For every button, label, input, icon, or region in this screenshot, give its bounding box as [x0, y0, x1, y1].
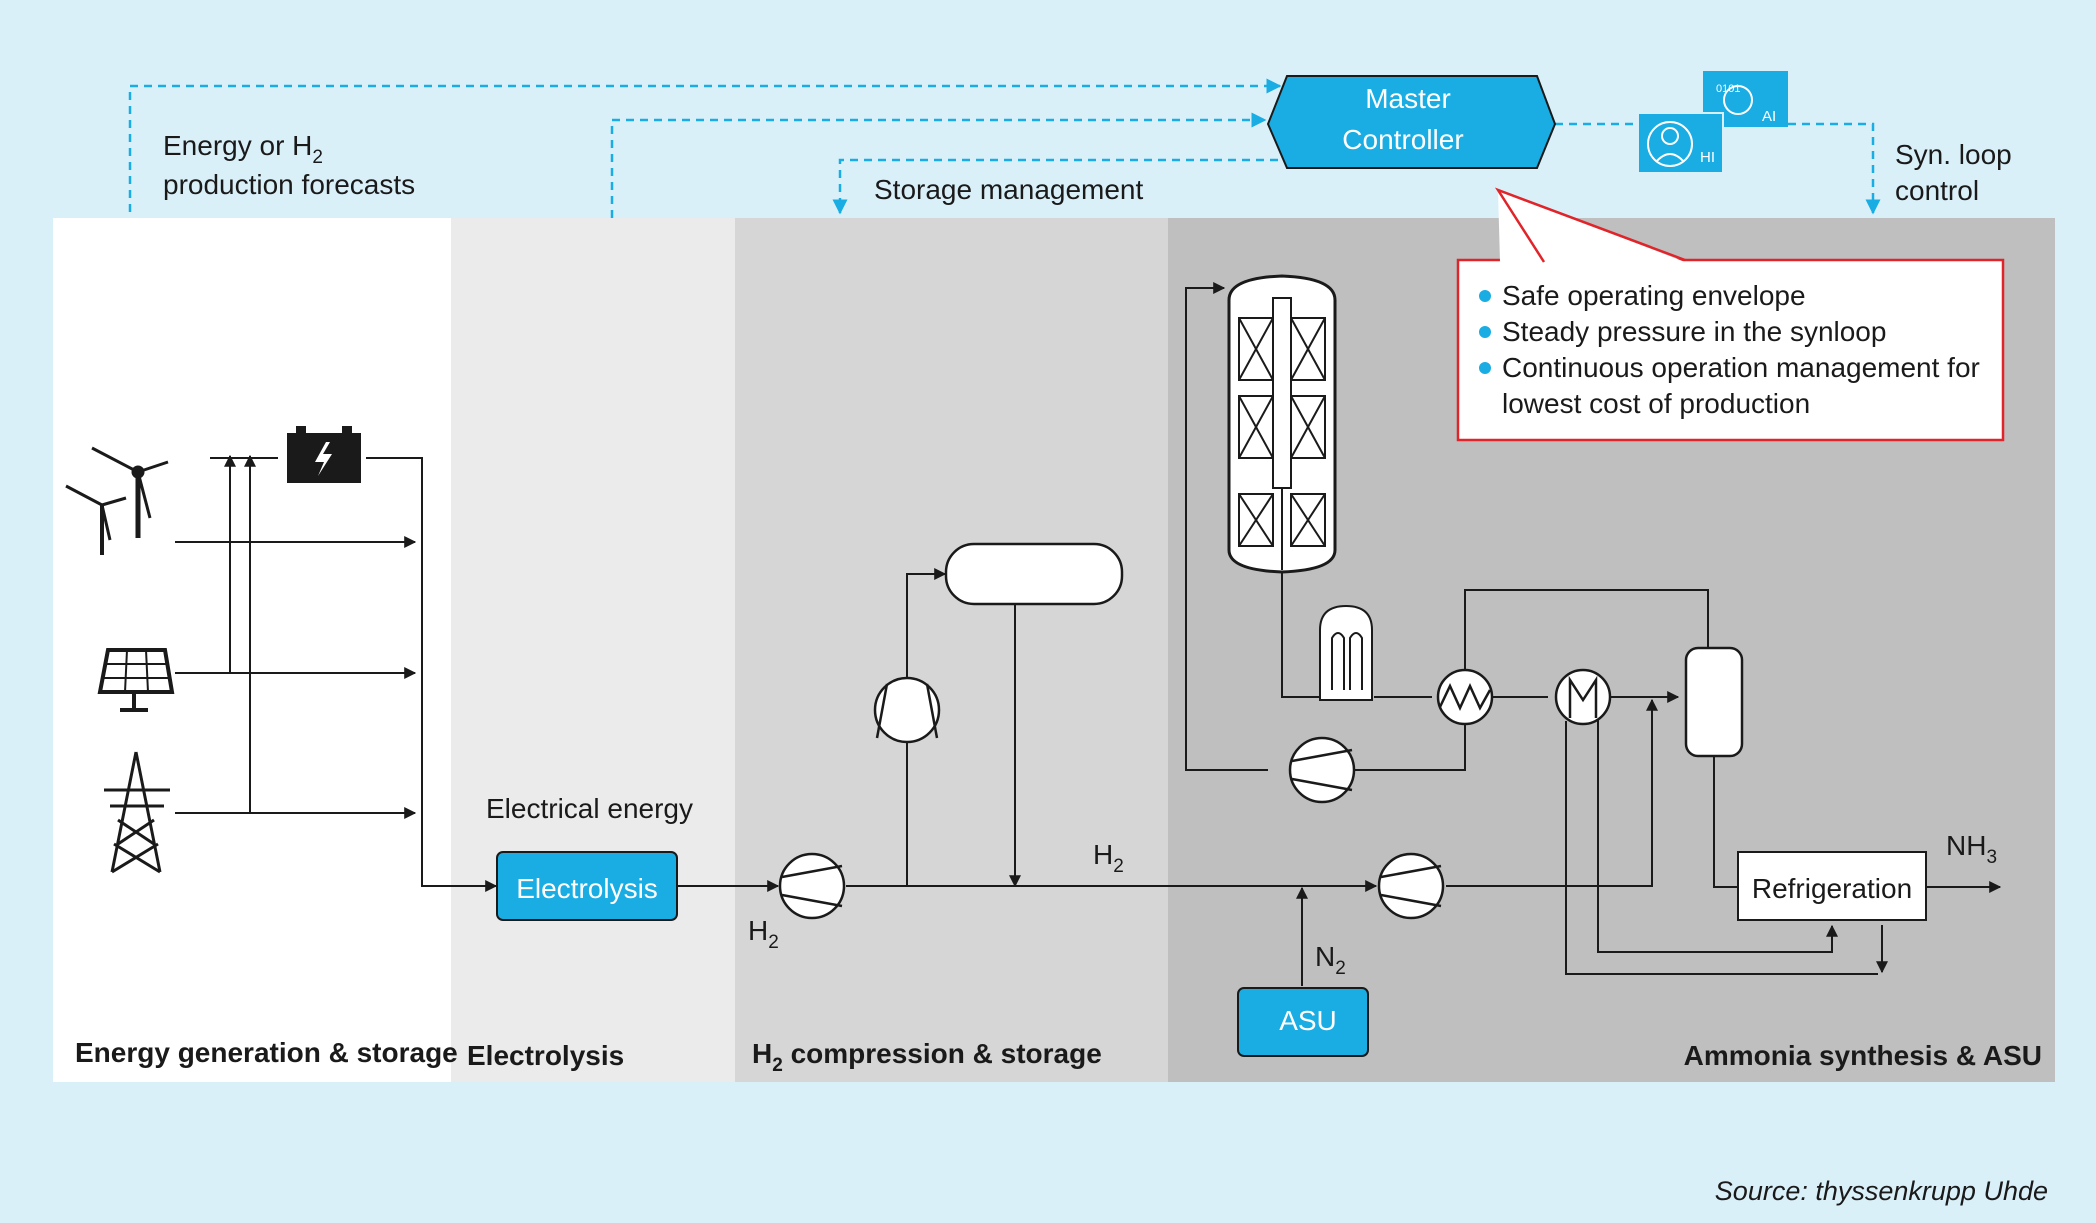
- section-label-compression: H2 compression & storage: [752, 1038, 1102, 1076]
- section-label-energy: Energy generation & storage: [75, 1037, 458, 1068]
- energy-lines: [175, 454, 498, 892]
- asu-box-label: ASU: [1279, 1005, 1337, 1036]
- worker-icon: [1647, 121, 1693, 167]
- forecast-label-line2: production forecasts: [163, 169, 415, 200]
- compressor-icon: [1288, 736, 1356, 804]
- master-controller-line2: Controller: [1342, 124, 1463, 155]
- electrical-energy-label: Electrical energy: [486, 793, 693, 824]
- forecast-label-line1: Energy or H2: [163, 130, 323, 168]
- compressor-icon: [778, 852, 846, 920]
- bullet-icon: [1479, 362, 1491, 374]
- section-label-electrolysis: Electrolysis: [467, 1040, 624, 1071]
- compressor-icon: [1377, 852, 1445, 920]
- callout-item: Safe operating envelope: [1502, 280, 1806, 311]
- panel-electrolysis: [451, 218, 735, 1082]
- h2-storage-tank: [944, 542, 1124, 606]
- control-lines: [128, 78, 1881, 218]
- callout-item: lowest cost of production: [1502, 388, 1810, 419]
- separator-vessel: [1684, 646, 1744, 758]
- h2-compressor-label: H2: [748, 915, 779, 953]
- wind-turbine-icon: [65, 446, 169, 555]
- nh3-stream-label: NH3: [1946, 830, 1997, 868]
- ammonia-reactor: [1227, 274, 1337, 574]
- section-label-ammonia: Ammonia synthesis & ASU: [1684, 1040, 2042, 1071]
- master-controller[interactable]: Master Controller: [1266, 75, 1557, 169]
- heat-exchanger-icon: [1436, 668, 1494, 726]
- bullet-icon: [1479, 290, 1491, 302]
- compressor-icon: [873, 676, 941, 744]
- synloop-label-line1: Syn. loop: [1895, 139, 2012, 170]
- heat-exchanger-icon: [1554, 668, 1612, 726]
- solar-panel-icon: [97, 648, 175, 712]
- storage-management-label: Storage management: [874, 174, 1144, 205]
- refrigeration-box-label: Refrigeration: [1752, 873, 1912, 904]
- ai-label: AI: [1762, 108, 1776, 125]
- synloop-label-line2: control: [1895, 175, 1979, 206]
- electrolysis-box-label: Electrolysis: [516, 873, 658, 904]
- bullet-icon: [1479, 326, 1491, 338]
- callout: Safe operating envelope Steady pressure …: [1456, 187, 2005, 442]
- process-lines: [677, 282, 2002, 986]
- callout-item: Continuous operation management for: [1502, 352, 1980, 383]
- battery-icon: [287, 426, 361, 483]
- electrolysis-box[interactable]: Electrolysis: [496, 851, 678, 921]
- panel-compression: [735, 218, 1168, 1082]
- hi-label: HI: [1700, 149, 1715, 166]
- network-icon: [1723, 85, 1753, 115]
- ai-hi-badges: 0101 AI HI: [1637, 71, 1788, 174]
- refrigeration-box[interactable]: Refrigeration: [1737, 851, 1927, 921]
- source-credit: Source: thyssenkrupp Uhde: [1715, 1176, 2048, 1206]
- waste-heat-boiler: [1319, 604, 1373, 701]
- callout-item: Steady pressure in the synloop: [1502, 316, 1886, 347]
- asu-box[interactable]: ASU: [1237, 987, 1369, 1057]
- power-pylon-icon: [104, 751, 170, 874]
- n2-stream-label: N2: [1315, 941, 1346, 979]
- master-controller-line1: Master: [1365, 83, 1451, 114]
- h2-stream-label: H2: [1093, 839, 1124, 877]
